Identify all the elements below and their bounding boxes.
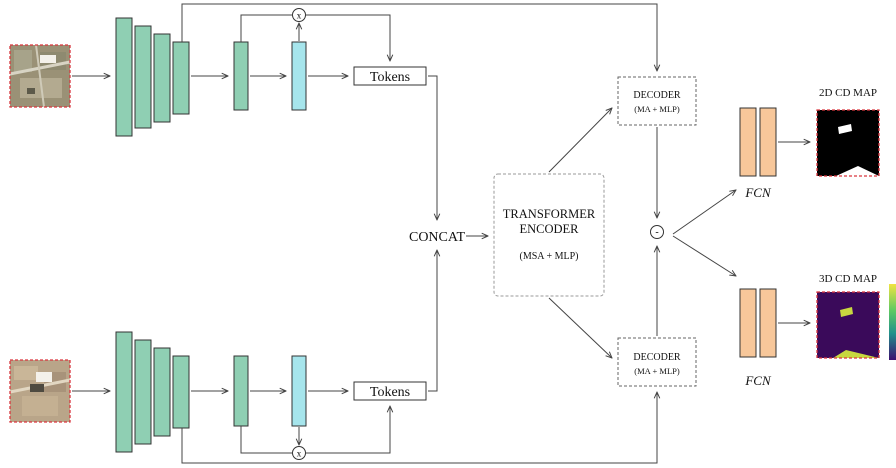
svg-text:x: x [297, 449, 302, 459]
map-3d-title: 3D CD MAP [819, 273, 877, 285]
multiply-node-bottom: x [292, 446, 306, 460]
colorbar [889, 284, 896, 360]
tokens-box-bottom: Tokens [353, 381, 427, 401]
fcn-bottom [739, 288, 777, 358]
token-attention-top [291, 41, 307, 111]
svg-text:DECODER: DECODER [633, 352, 681, 363]
svg-text:ENCODER: ENCODER [519, 222, 579, 236]
input-image-t1 [9, 44, 71, 108]
fcn-top-label: FCN [744, 185, 772, 200]
svg-text:TRANSFORMER: TRANSFORMER [503, 207, 596, 221]
tokens-box-top: Tokens [353, 66, 427, 86]
decoder-bottom: DECODER (MA + MLP) [617, 337, 697, 387]
fcn-bottom-label: FCN [744, 373, 772, 388]
token-feature-bottom [233, 355, 249, 427]
difference-node: - [650, 225, 664, 239]
svg-text:Tokens: Tokens [370, 385, 410, 400]
transformer-encoder: TRANSFORMER ENCODER (MSA + MLP) [493, 173, 605, 297]
decoder-top: DECODER (MA + MLP) [617, 76, 697, 126]
svg-text:(MSA + MLP): (MSA + MLP) [520, 251, 579, 262]
svg-text:-: - [655, 227, 658, 238]
fcn-top [739, 107, 777, 177]
svg-text:(MA + MLP): (MA + MLP) [634, 366, 680, 376]
map-2d-title: 2D CD MAP [819, 87, 877, 99]
svg-text:(MA + MLP): (MA + MLP) [634, 104, 680, 114]
output-map-3d [816, 291, 880, 359]
input-image-t2 [9, 359, 71, 423]
svg-text:DECODER: DECODER [633, 90, 681, 101]
output-map-2d [816, 109, 880, 177]
concat-label: CONCAT [409, 230, 465, 245]
connectors [72, 3, 810, 464]
token-feature-top [233, 41, 249, 111]
backbone-bottom [115, 331, 190, 453]
svg-text:x: x [297, 11, 302, 21]
backbone-top [115, 17, 190, 137]
svg-text:Tokens: Tokens [370, 70, 410, 85]
token-attention-bottom [291, 355, 307, 427]
multiply-node-top: x [292, 8, 306, 22]
